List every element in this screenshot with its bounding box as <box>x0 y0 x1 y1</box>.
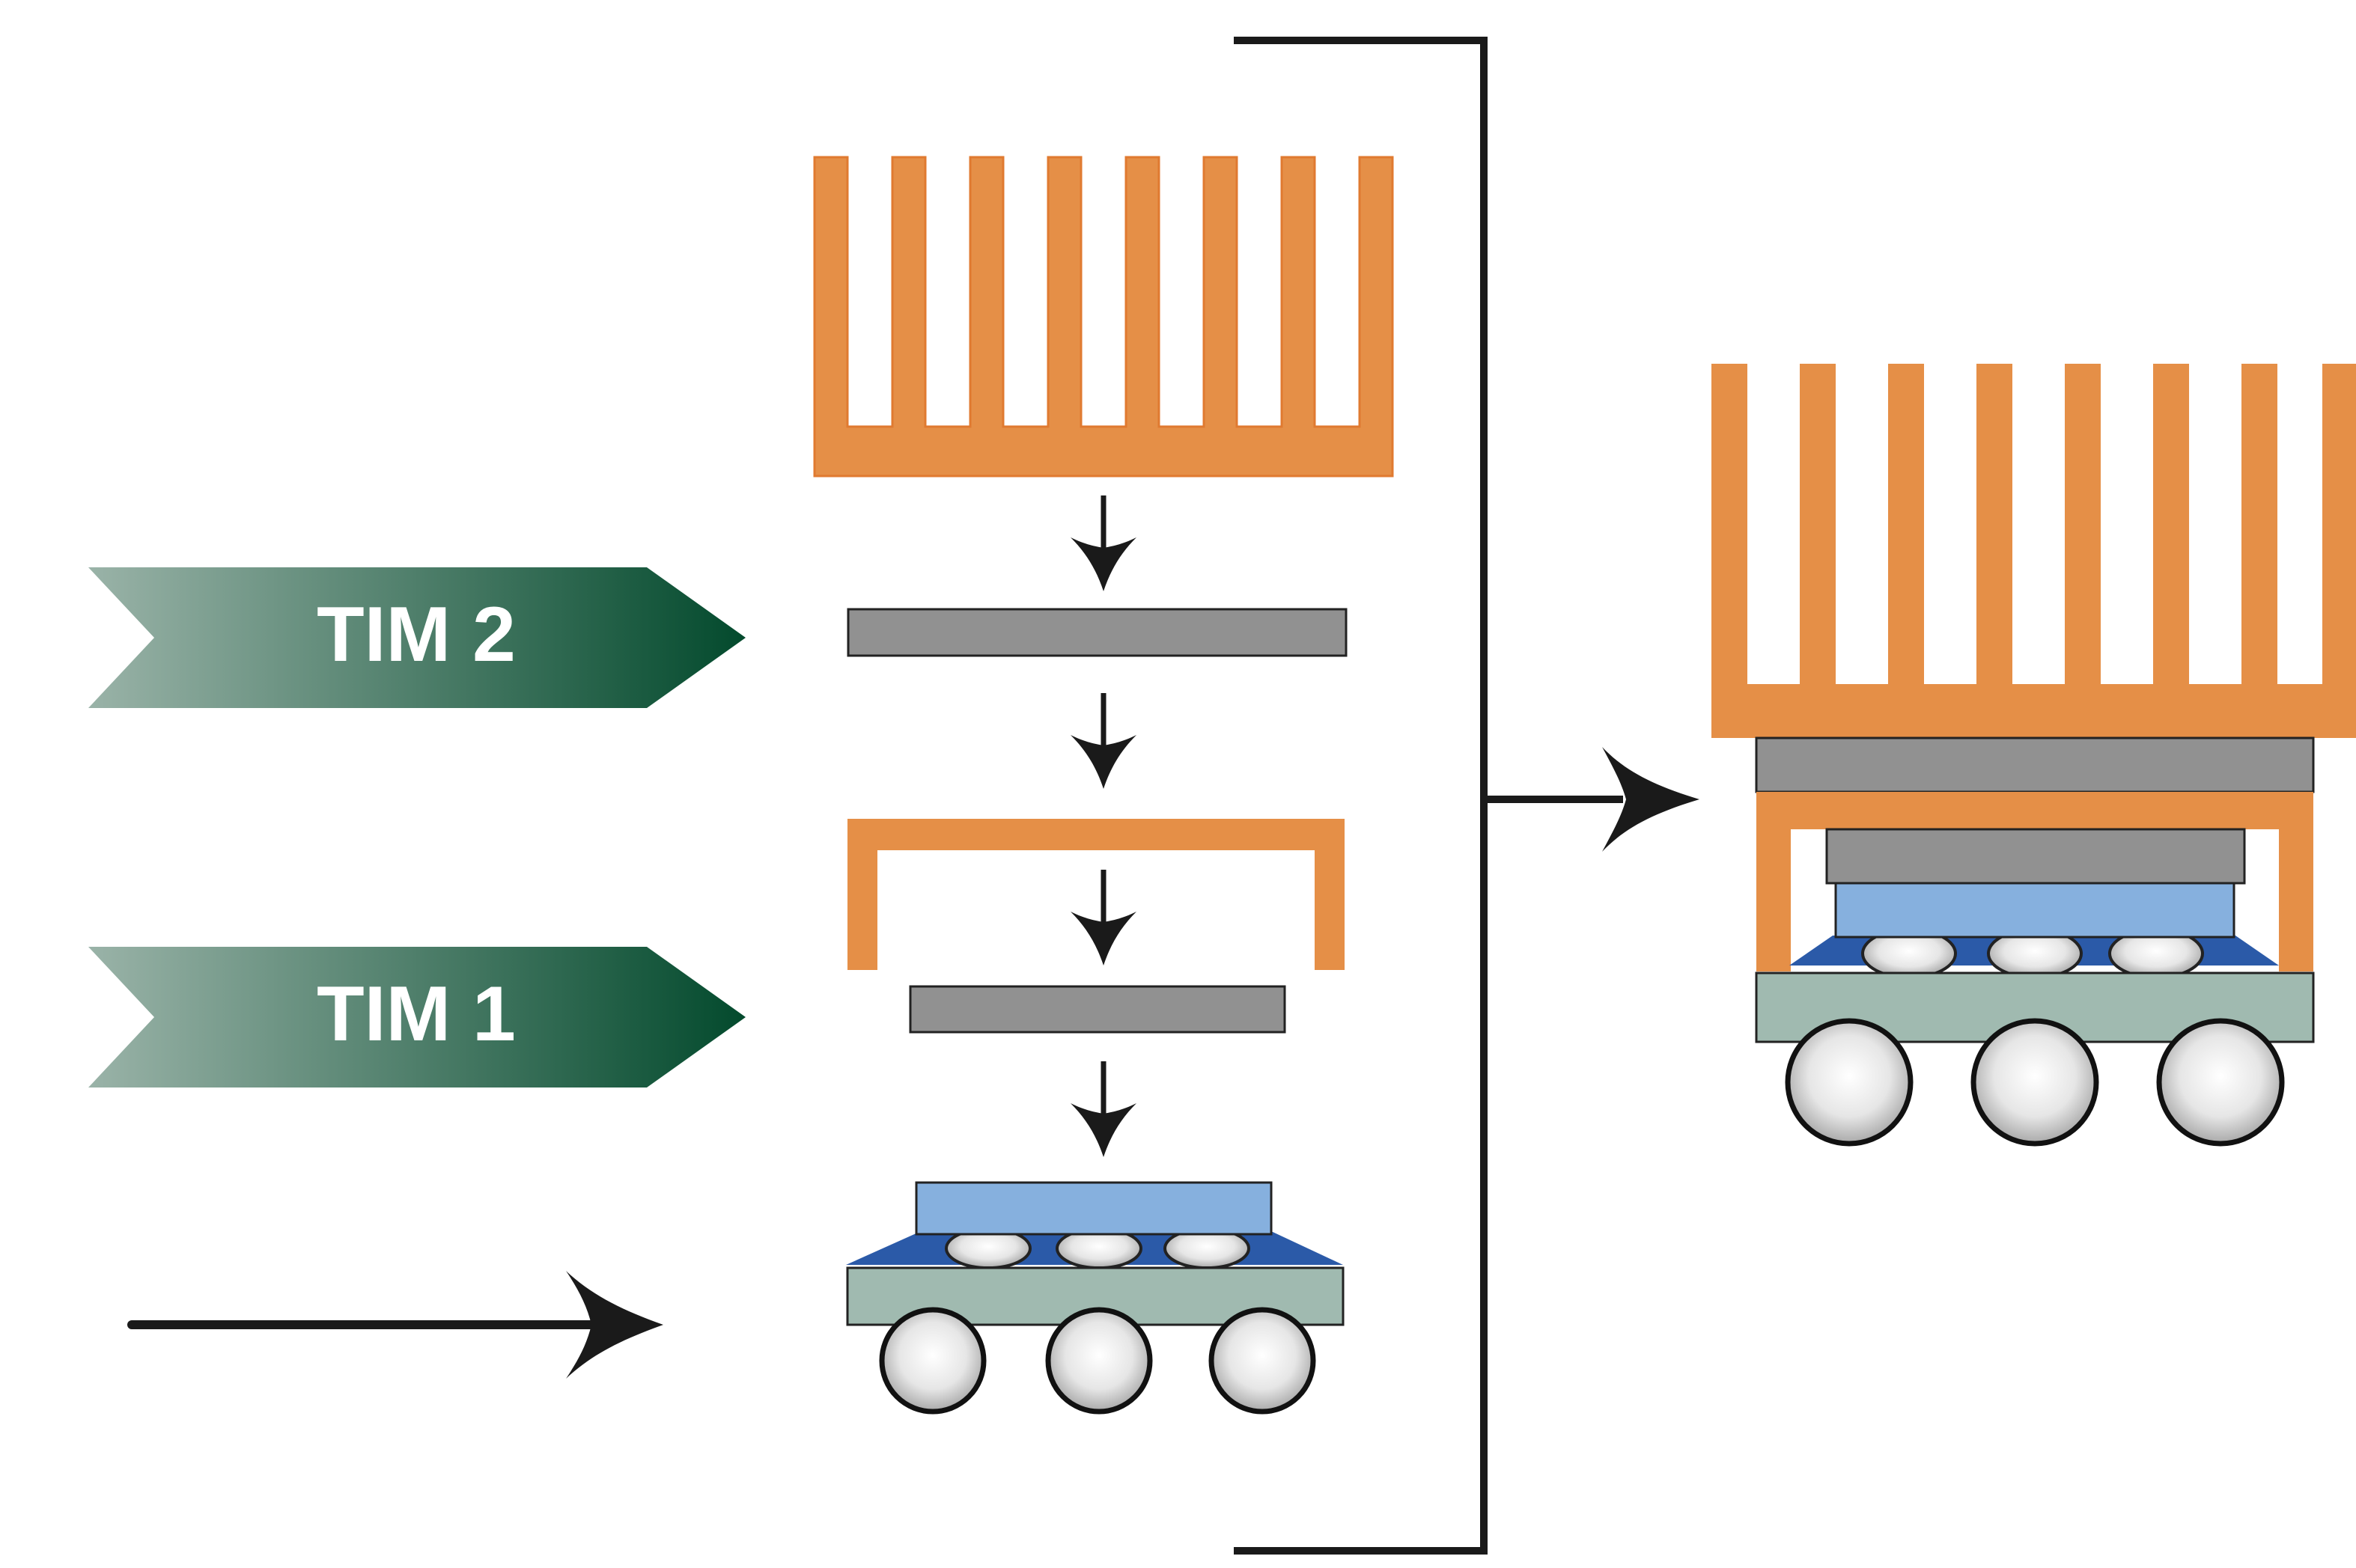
tim-1-layer <box>909 985 1286 1034</box>
die <box>915 1181 1273 1236</box>
flip-chip-package <box>846 1181 1345 1415</box>
assembled-stack <box>1711 364 2356 1147</box>
down-arrow-3 <box>1071 870 1136 965</box>
down-arrow-2 <box>1071 693 1136 789</box>
package-pointer-arrow <box>127 1271 663 1379</box>
assemble-arrow <box>1484 747 1699 852</box>
assembled-tim-2 <box>1755 736 2315 793</box>
assembled-die <box>1834 882 2235 939</box>
heat-spreader-lid <box>847 819 1345 970</box>
tim2-label: TIM 2 <box>317 591 516 678</box>
down-arrow-4 <box>1071 1061 1136 1157</box>
heat-sink <box>813 156 1394 478</box>
solder-ball <box>879 1307 987 1415</box>
tim2-label-banner: TIM 2 <box>88 567 746 708</box>
assembled-tim-1 <box>1825 828 2246 885</box>
down-arrow-1 <box>1071 495 1136 591</box>
assembled-solder-ball <box>1970 1018 2099 1147</box>
assembled-heat-spreader-lid <box>1756 792 2313 971</box>
tim1-label: TIM 1 <box>317 971 516 1058</box>
solder-ball <box>1208 1307 1316 1415</box>
tim-2-layer <box>847 608 1348 657</box>
assembled-heat-sink <box>1711 364 2356 738</box>
solder-ball <box>1045 1307 1153 1415</box>
assembled-solder-ball <box>1785 1018 1914 1147</box>
tim1-label-banner: TIM 1 <box>88 947 746 1087</box>
assembled-solder-ball <box>2156 1018 2285 1147</box>
